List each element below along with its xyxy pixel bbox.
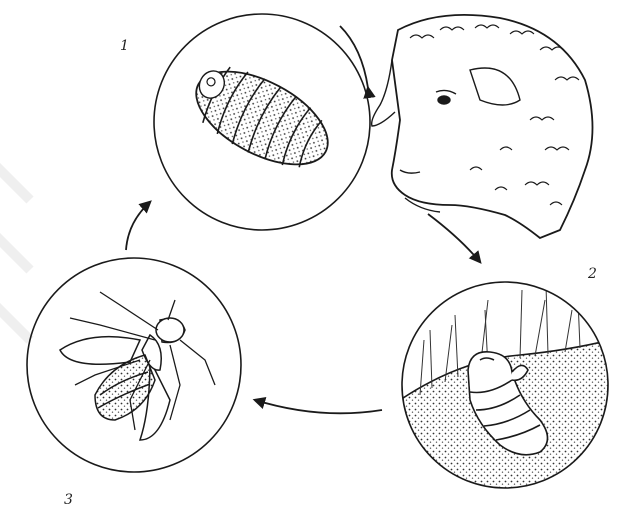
arrow-fly-to-larva — [126, 202, 150, 250]
stage-2-circle — [400, 282, 610, 500]
stage-2-number: 2 — [588, 266, 597, 282]
larva-icon — [181, 52, 342, 184]
stage-1-number: 1 — [120, 38, 129, 54]
fly-icon — [60, 292, 215, 440]
sheep-head-icon — [372, 15, 593, 238]
stage-3-circle — [27, 258, 241, 472]
stage-1-circle — [154, 14, 370, 230]
arrow-larva-to-sheep — [340, 26, 368, 88]
stage-3-number: 3 — [64, 492, 73, 508]
arrow-sheep-to-pupa — [428, 214, 480, 262]
arrow-pupa-to-fly — [255, 400, 382, 413]
